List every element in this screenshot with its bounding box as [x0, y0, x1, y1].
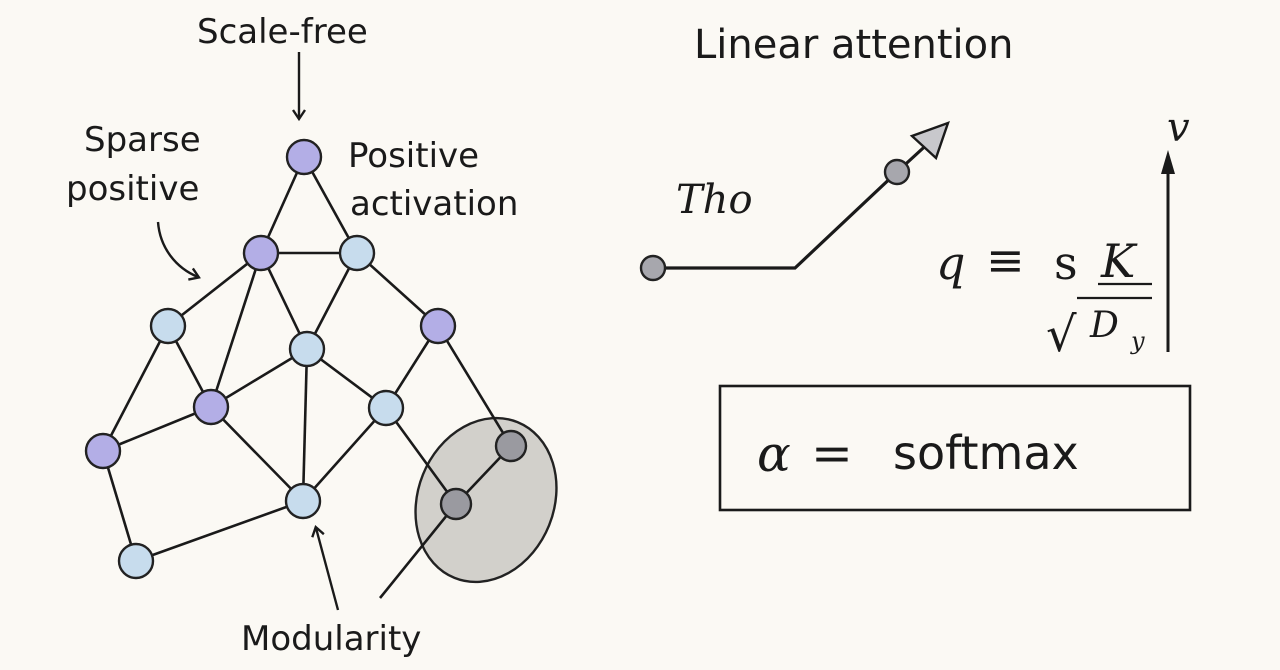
trajectory-start-point	[639, 254, 667, 282]
softmax-box	[718, 384, 1192, 512]
k-symbol: K	[1100, 234, 1138, 288]
network-graph: Scale-free Sparse positive Positive acti…	[66, 12, 558, 659]
edge	[302, 407, 387, 502]
linear-attention-title: Linear attention	[694, 22, 1014, 68]
trajectory-mid-point	[883, 158, 911, 186]
d-symbol: D	[1089, 305, 1119, 346]
edge	[378, 503, 458, 599]
node-gray	[439, 487, 473, 521]
trajectory-line	[653, 137, 935, 270]
trajectory-arrowhead	[909, 121, 950, 161]
s-symbol: s	[1054, 236, 1078, 290]
node-blue	[338, 234, 376, 272]
softmax-text: softmax	[893, 426, 1079, 480]
node-blue	[117, 542, 155, 580]
edge	[302, 156, 359, 254]
alpha-symbol: α	[757, 425, 791, 483]
linear-attention-panel: Linear attention Tho v q ≡ s K √ D y α =…	[639, 22, 1192, 512]
q-symbol: q	[936, 236, 965, 290]
edge	[101, 325, 170, 452]
node-blue	[288, 330, 326, 368]
edge	[210, 347, 308, 409]
edge	[167, 251, 262, 328]
edge	[301, 348, 309, 502]
node-purple	[285, 138, 323, 176]
v-vector-arrowhead	[1161, 150, 1175, 174]
edge	[102, 405, 212, 453]
node-purple	[192, 388, 230, 426]
edge	[209, 252, 263, 408]
positive-label-line2: activation	[350, 184, 518, 224]
d-subscript: y	[1130, 327, 1145, 355]
scale-free-label: Scale-free	[197, 12, 368, 52]
node-gray	[494, 429, 528, 463]
sqrt-symbol: √	[1046, 307, 1077, 363]
node-blue	[367, 389, 405, 427]
graph-nodes	[84, 138, 528, 580]
tho-label: Tho	[676, 177, 753, 223]
sparse-label-line1: Sparse	[84, 120, 201, 160]
equiv-symbol: ≡	[986, 233, 1025, 287]
node-purple	[84, 432, 122, 470]
edge	[101, 450, 138, 562]
edge	[436, 325, 513, 447]
sparse-label-line2: positive	[66, 169, 199, 209]
modularity-arrow	[311, 524, 340, 611]
v-label: v	[1167, 105, 1190, 151]
modularity-label: Modularity	[241, 619, 421, 659]
node-blue	[149, 307, 187, 345]
positive-label-line1: Positive	[348, 136, 479, 176]
sparse-positive-arrow	[156, 221, 201, 281]
node-purple	[242, 234, 280, 272]
edge	[135, 499, 304, 563]
node-purple	[419, 307, 457, 345]
node-blue	[284, 482, 322, 520]
edge	[210, 406, 304, 502]
formula-equals: =	[811, 424, 853, 482]
module-ellipse	[414, 416, 558, 584]
edge	[384, 407, 458, 505]
